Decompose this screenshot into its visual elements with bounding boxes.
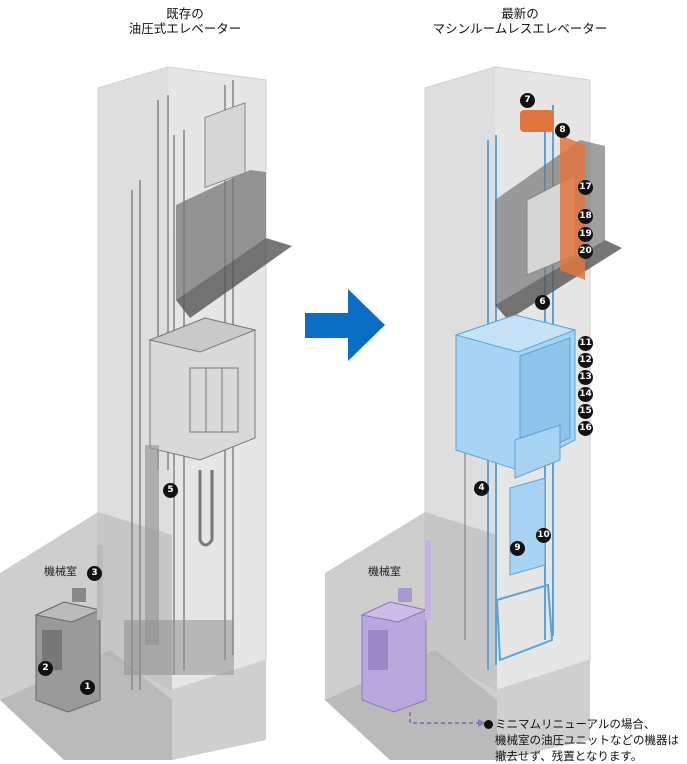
badge-3: 3: [87, 566, 102, 581]
right-title-line-1: 最新の: [501, 6, 539, 21]
left-title-line-1: 既存の: [166, 6, 204, 21]
left-cage: [148, 317, 257, 461]
badge-2: 2: [38, 661, 53, 676]
badge-14: 14: [578, 387, 593, 402]
badge-16: 16: [578, 421, 593, 436]
badge-20: 20: [578, 244, 593, 259]
traction-machine: [520, 110, 585, 280]
left-hydraulic-cylinder: [124, 445, 234, 675]
badge-8: 8: [555, 123, 570, 138]
note-line-3: 撤去せず、残置となります。: [495, 749, 643, 763]
badge-5: 5: [163, 483, 178, 498]
renewal-note: ミニマムリニューアルの場合、 機械室の油圧ユニットなどの機器は 撤去せず、残置と…: [484, 716, 684, 764]
note-leader-line: [409, 712, 478, 724]
left-landing-door: [176, 102, 292, 318]
badge-11: 11: [578, 336, 593, 351]
left-title: 既存の 油圧式エレベーター: [110, 6, 260, 36]
right-title-line-2: マシンルームレスエレベーター: [432, 21, 608, 36]
left-machine-room-label: 機械室: [44, 565, 77, 578]
badge-12: 12: [578, 353, 593, 368]
badge-9: 9: [510, 541, 525, 556]
badge-7: 7: [520, 93, 535, 108]
transition-arrow: [305, 289, 385, 361]
note-leader-arrowhead: [478, 719, 486, 727]
right-title: 最新の マシンルームレスエレベーター: [425, 6, 615, 36]
badge-15: 15: [578, 404, 593, 419]
badge-4: 4: [474, 481, 489, 496]
existing-hydraulic-unit: [360, 540, 431, 713]
badge-6: 6: [535, 295, 550, 310]
left-title-line-2: 油圧式エレベーター: [128, 21, 242, 36]
right-machine-room-label: 機械室: [368, 565, 401, 578]
badge-17: 17: [578, 180, 593, 195]
badge-10: 10: [536, 528, 551, 543]
note-line-1-text: ミニマムリニューアルの場合、: [495, 717, 656, 731]
badge-13: 13: [578, 370, 593, 385]
right-cage: [454, 314, 577, 479]
note-line-1: ミニマムリニューアルの場合、: [484, 716, 684, 732]
bullet-icon: [484, 720, 493, 729]
badge-18: 18: [578, 209, 593, 224]
badge-1: 1: [80, 680, 95, 695]
note-line-2: 機械室の油圧ユニットなどの機器は: [495, 733, 679, 747]
badge-19: 19: [578, 227, 593, 242]
